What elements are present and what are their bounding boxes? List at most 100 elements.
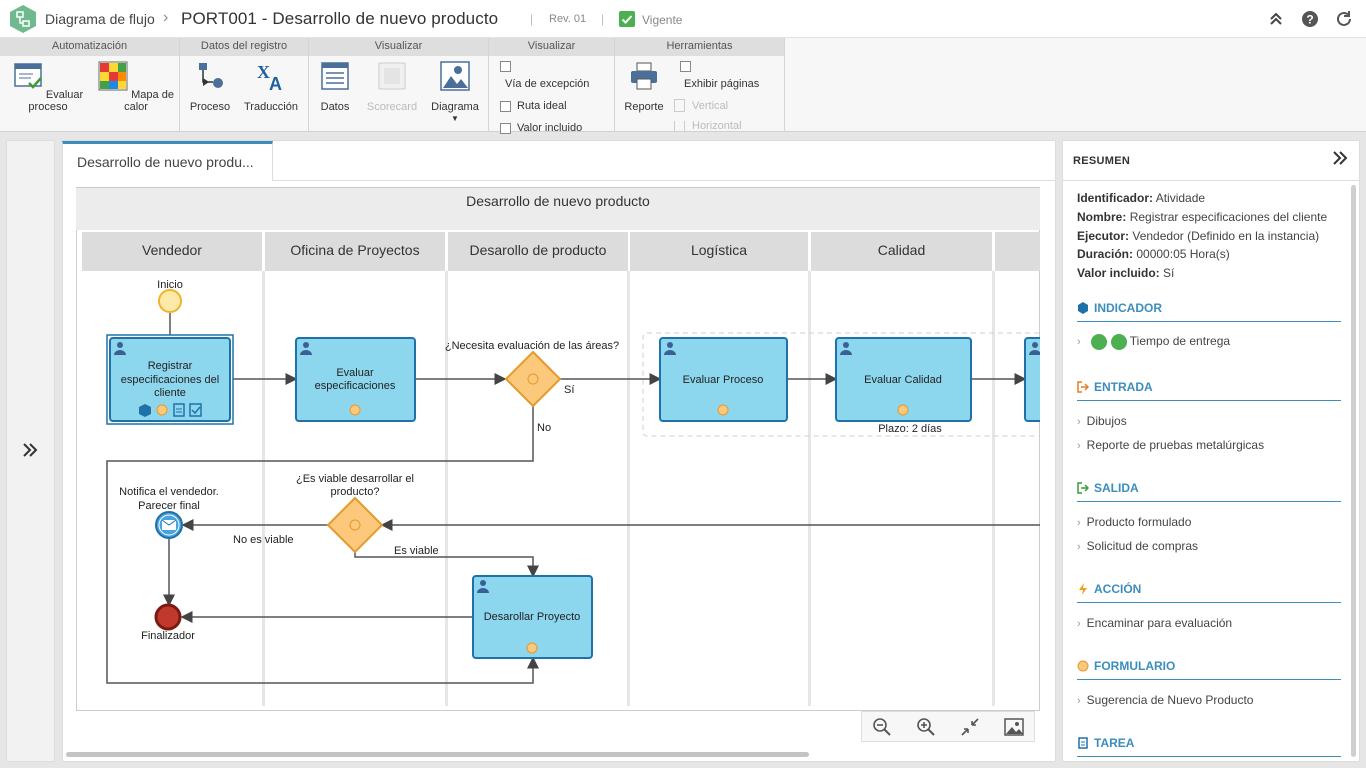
divider — [179, 38, 180, 132]
lane-header-desarrollo: Desarollo de producto — [448, 232, 628, 271]
list-item[interactable]: ›Solicitud de compras — [1077, 539, 1198, 553]
lane-border — [627, 271, 630, 706]
divider — [308, 38, 309, 132]
task-evaluar-proceso[interactable] — [659, 337, 788, 422]
chevron-right-icon: › — [1077, 517, 1081, 529]
chevron-right-icon: › — [1077, 618, 1081, 630]
heatmap-icon — [98, 61, 128, 91]
diagram-button[interactable]: Diagrama ▼ — [428, 61, 482, 123]
lane-border — [262, 271, 265, 706]
page-title: PORT001 - Desarrollo de nuevo producto — [181, 9, 499, 28]
divider: | — [530, 12, 534, 26]
tab-diagram[interactable]: Desarrollo de nuevo produ... — [62, 141, 273, 181]
task-label: Registrar — [148, 360, 193, 372]
collapse-panel-icon[interactable] — [1331, 149, 1349, 167]
diagram-icon — [440, 61, 470, 91]
task-evaluar-especificaciones[interactable] — [295, 337, 416, 422]
breadcrumb[interactable]: Diagrama de flujo — [45, 11, 155, 27]
help-icon[interactable]: ? — [1301, 10, 1319, 28]
vertical-option[interactable]: Vertical — [674, 99, 728, 112]
list-item[interactable]: ›Encaminar para evaluación — [1077, 616, 1232, 630]
evaluate-process-label: Evaluar proceso — [28, 89, 84, 113]
task-label: Evaluar Proceso — [683, 374, 764, 386]
zoom-in-icon[interactable] — [916, 717, 936, 737]
chevron-right-icon: › — [1077, 336, 1081, 349]
list-item[interactable]: ›Sugerencia de Nuevo Producto — [1077, 693, 1253, 707]
refresh-icon[interactable] — [1335, 10, 1353, 28]
task-label: cliente — [154, 387, 186, 399]
list-item[interactable]: ›Reporte de pruebas metalúrgicas — [1077, 438, 1264, 452]
task-registrar[interactable] — [109, 337, 231, 422]
zoom-out-icon[interactable] — [872, 717, 892, 737]
task-label: especificaciones del — [121, 374, 219, 386]
ribbon-group-title: Automatización — [0, 38, 179, 56]
summary-panel: RESUMEN Identificador: Atividade Nombre:… — [1062, 140, 1360, 762]
lane-header-calidad: Calidad — [811, 232, 992, 271]
dropdown-arrow-icon: ▼ — [451, 114, 459, 123]
data-icon — [321, 62, 349, 90]
deadline-label: Plazo: 2 días — [878, 423, 942, 435]
task-label: especificaciones — [315, 380, 396, 392]
section-accion[interactable]: ACCIÓN — [1077, 582, 1341, 603]
process-button[interactable]: Proceso — [187, 61, 233, 113]
item-label: Tiempo de entrega — [1129, 334, 1231, 349]
lane-header-oficina: Oficina de Proyectos — [265, 232, 445, 271]
connector — [106, 406, 539, 684]
export-image-icon[interactable] — [1004, 718, 1024, 736]
section-formulario[interactable]: FORMULARIO — [1077, 659, 1341, 680]
item-label: Reporte de pruebas metalúrgicas — [1086, 438, 1265, 452]
fit-screen-icon[interactable] — [960, 717, 980, 737]
lane-border — [445, 271, 448, 706]
heatmap-button[interactable]: Mapa de calor — [98, 61, 174, 113]
translation-icon: XA — [257, 62, 282, 94]
user-icon — [840, 342, 852, 355]
list-item[interactable]: ›Dibujos — [1077, 414, 1127, 428]
vertical-scrollbar[interactable] — [1351, 185, 1356, 757]
section-salida[interactable]: SALIDA — [1077, 481, 1341, 502]
gateway-label: ¿Necesita evaluación de las áreas? — [445, 340, 619, 352]
scorecard-button[interactable]: Scorecard — [364, 61, 420, 113]
section-label: FORMULARIO — [1094, 659, 1176, 673]
summary-field: Ejecutor: Vendedor (Definido en la insta… — [1077, 229, 1319, 243]
task-evaluar-calidad[interactable] — [835, 337, 972, 422]
evaluate-process-button[interactable]: Evaluar proceso — [6, 61, 90, 113]
indicator-icon — [1078, 302, 1088, 314]
task-check-icon — [189, 403, 202, 417]
show-pages-label: Exhibir páginas — [684, 78, 760, 90]
start-event-label: Inicio — [157, 279, 183, 291]
collapse-up-icon[interactable] — [1267, 10, 1285, 28]
start-event[interactable] — [158, 289, 182, 313]
show-pages-checkbox[interactable] — [680, 61, 697, 72]
horizontal-scrollbar[interactable] — [66, 752, 809, 757]
flowchart-logo-icon — [10, 5, 36, 33]
section-tarea[interactable]: TAREA — [1077, 736, 1341, 757]
scorecard-label: Scorecard — [366, 101, 418, 113]
evaluate-process-icon — [14, 63, 42, 89]
list-item[interactable]: › Tiempo de entrega — [1077, 334, 1230, 350]
section-indicador[interactable]: INDICADOR — [1077, 301, 1341, 322]
lane-header-logistica: Logística — [630, 232, 808, 271]
list-item[interactable]: ›Producto formulado — [1077, 515, 1191, 529]
data-button[interactable]: Datos — [316, 61, 354, 113]
horizontal-option[interactable]: Horizontal — [674, 121, 742, 131]
process-icon — [199, 63, 223, 88]
divider — [784, 38, 785, 132]
chevron-right-icon: › — [1077, 695, 1081, 707]
exception-route-label: Vía de excepción — [505, 78, 590, 90]
section-entrada[interactable]: ENTRADA — [1077, 380, 1341, 401]
value-included-checkbox[interactable]: Valor incluido — [500, 122, 582, 134]
report-button[interactable]: Reporte — [622, 61, 666, 113]
ribbon-group-title: Herramientas — [615, 38, 784, 56]
task-offscreen[interactable] — [1024, 337, 1040, 422]
summary-field: Duración: 00000:05 Hora(s) — [1077, 247, 1230, 261]
ideal-route-checkbox[interactable]: Ruta ideal — [500, 100, 567, 112]
diagram-title: Desarrollo de nuevo producto — [76, 188, 1040, 230]
exception-route-checkbox[interactable] — [500, 61, 517, 72]
section-label: ACCIÓN — [1094, 582, 1142, 596]
form-icon — [717, 404, 729, 416]
expand-panel-icon[interactable] — [21, 441, 39, 459]
end-event[interactable] — [154, 603, 182, 631]
task-label: Evaluar — [336, 367, 374, 379]
task-desarrollar-proyecto[interactable] — [472, 575, 593, 659]
